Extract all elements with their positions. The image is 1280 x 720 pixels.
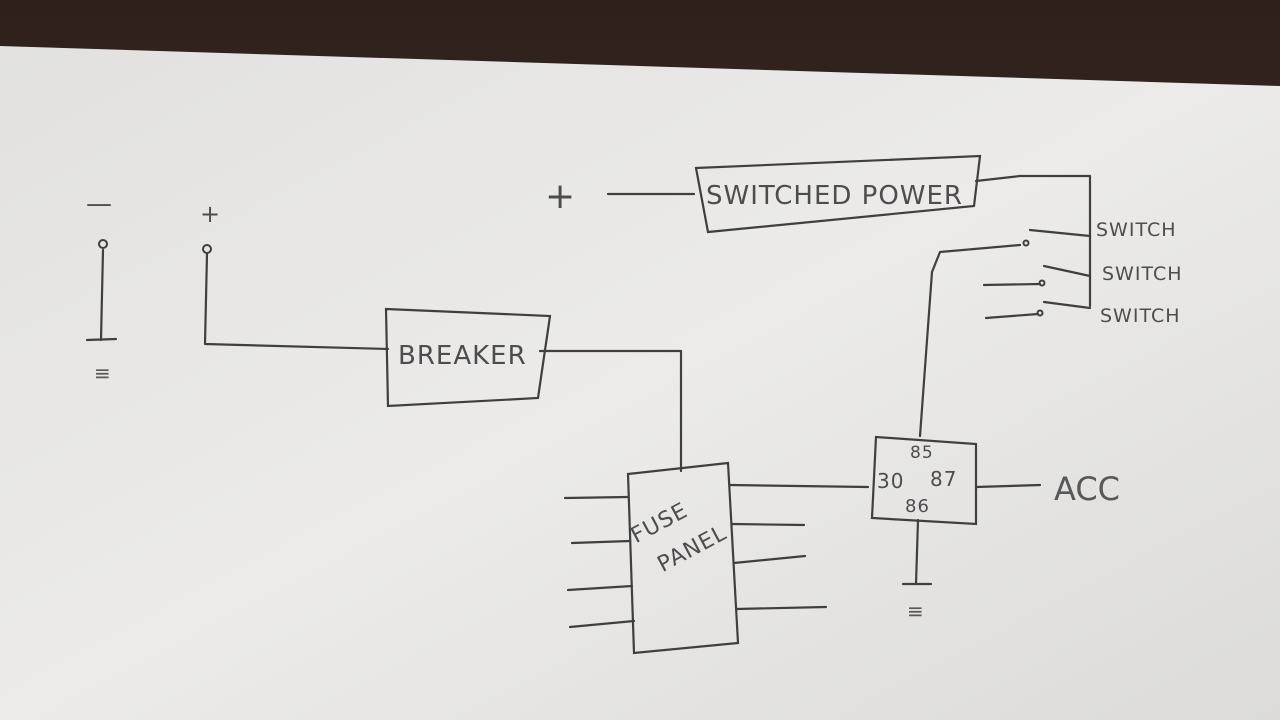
relay-pin-87: 87 [930, 467, 957, 491]
switched-power-label: SWITCHED POWER [706, 181, 963, 211]
switch-3-contact [1036, 309, 1044, 317]
switch-3-label: SWITCH [1100, 305, 1181, 327]
acc-label: ACC [1054, 470, 1120, 508]
switch-1-to-relay-wire [918, 243, 1022, 438]
switched-power: + SWITCHED POWER [545, 154, 1092, 308]
switch-2-label: SWITCH [1102, 263, 1183, 285]
switch-2-input-wire [982, 282, 1042, 287]
breaker-box [384, 307, 552, 408]
breaker-to-fuse-wire [538, 349, 683, 473]
battery-terminals: — ≡ + [85, 189, 390, 385]
switched-power-source-label: + [545, 176, 576, 217]
switch-1-arm [1028, 228, 1092, 238]
relay-pin-30: 30 [877, 469, 904, 493]
switches: SWITCH SWITCH SWITCH [918, 219, 1183, 438]
fuse-right-wire-2 [730, 522, 806, 527]
breaker: BREAKER [384, 307, 683, 473]
negative-ground-bar [85, 337, 118, 342]
relay-to-acc-wire [974, 483, 1042, 489]
relay-ground-symbol: ≡ [907, 599, 924, 623]
fuse-left-wire-1 [563, 495, 630, 500]
relay: 85 30 87 86 ≡ ACC [870, 435, 1120, 623]
switch-1-label: SWITCH [1096, 219, 1177, 241]
switched-power-box [694, 154, 982, 234]
switch-2-arm [1042, 264, 1092, 278]
positive-label: + [200, 200, 221, 228]
battery-ground-symbol: ≡ [94, 361, 111, 385]
fuse-left-wire-3 [566, 584, 634, 592]
fuse-to-relay-wire [728, 483, 870, 489]
switch-2-contact [1038, 279, 1046, 287]
switch-1-contact [1022, 239, 1030, 247]
breaker-label: BREAKER [398, 341, 527, 371]
fuse-right-wire-4 [734, 605, 828, 611]
fuse-left-wire-2 [570, 539, 632, 545]
relay-pin-86: 86 [905, 496, 930, 517]
relay-ground-wire [914, 518, 920, 586]
positive-wire-to-breaker [203, 252, 390, 351]
relay-box [870, 435, 978, 526]
negative-label: — [86, 189, 113, 219]
relay-pin-85: 85 [910, 443, 934, 463]
switch-3-input-wire [984, 312, 1040, 320]
switch-3-arm [1042, 300, 1092, 310]
negative-terminal [98, 239, 108, 249]
paper-sheet [0, 46, 1280, 720]
negative-wire [99, 248, 105, 342]
fuse-right-wire-3 [732, 554, 807, 565]
fuse-left-wire-4 [568, 619, 636, 629]
switched-power-bus-wire [974, 174, 1092, 308]
fuse-panel-box [626, 461, 740, 655]
